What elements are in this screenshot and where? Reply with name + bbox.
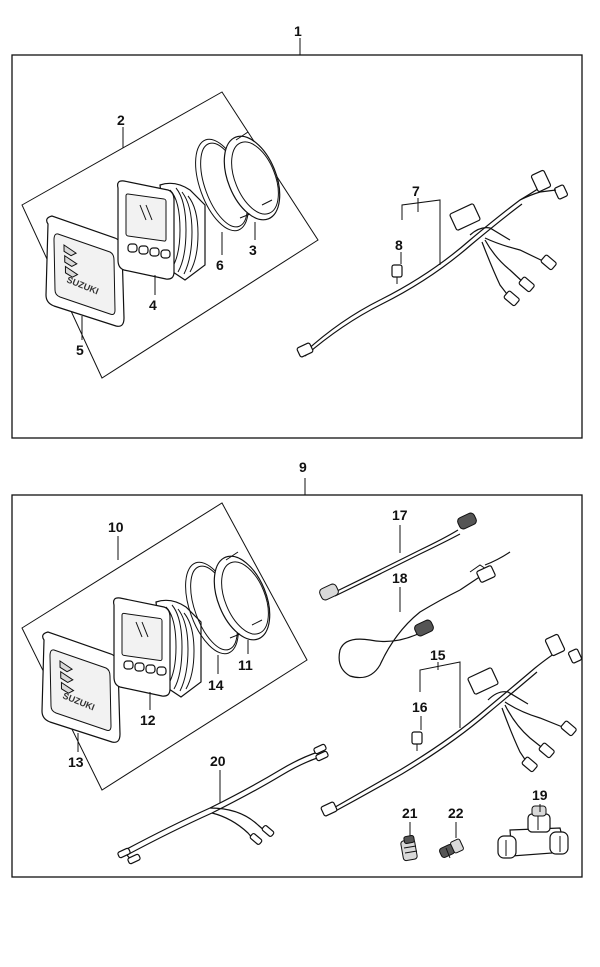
group-9-frame — [11, 494, 583, 878]
callout-1: 1 — [294, 23, 302, 39]
callout-18: 18 — [392, 570, 408, 586]
callout-7: 7 — [412, 183, 420, 199]
harness-part-15 — [320, 633, 583, 817]
callout-10: 10 — [108, 519, 124, 535]
callout-19: 19 — [532, 787, 548, 803]
callout-6: 6 — [216, 257, 224, 273]
lock-ring-part-11 — [213, 551, 271, 641]
callout-16: 16 — [412, 699, 428, 715]
lock-ring-part-3 — [223, 131, 281, 221]
callout-21: 21 — [402, 805, 418, 821]
group-1-frame — [11, 54, 583, 439]
screw-part-16 — [411, 731, 423, 751]
callout-2: 2 — [117, 112, 125, 128]
group-9: 9 10 SUZUKI 13 — [11, 459, 583, 878]
group-1: 1 2 SUZUKI 5 — [11, 23, 583, 439]
terminator-part-21 — [400, 834, 418, 862]
callout-8: 8 — [395, 237, 403, 253]
tee-connector-part-19 — [497, 805, 569, 859]
harness-part-7 — [296, 169, 569, 358]
cable-part-18 — [338, 551, 511, 679]
gauge-part-4 — [117, 180, 206, 281]
terminator-part-22 — [439, 838, 464, 859]
bezel-part-5: SUZUKI — [45, 215, 125, 327]
gauge-part-12 — [113, 597, 202, 698]
kit-2-outline — [21, 91, 319, 379]
screw-part-8 — [391, 264, 403, 284]
callout-12: 12 — [140, 712, 156, 728]
cable-part-17 — [319, 512, 477, 601]
callout-20: 20 — [210, 753, 226, 769]
callout-9: 9 — [299, 459, 307, 475]
callout-13: 13 — [68, 754, 84, 770]
callout-5: 5 — [76, 342, 84, 358]
callout-17: 17 — [392, 507, 408, 523]
kit-10-outline — [21, 502, 308, 791]
harness-part-20 — [117, 743, 329, 865]
callout-3: 3 — [249, 242, 257, 258]
callout-22: 22 — [448, 805, 464, 821]
callout-4: 4 — [149, 297, 157, 313]
callout-14: 14 — [208, 677, 224, 693]
callout-11: 11 — [238, 657, 253, 673]
callout-15: 15 — [430, 647, 446, 663]
bezel-part-13: SUZUKI — [41, 631, 121, 743]
